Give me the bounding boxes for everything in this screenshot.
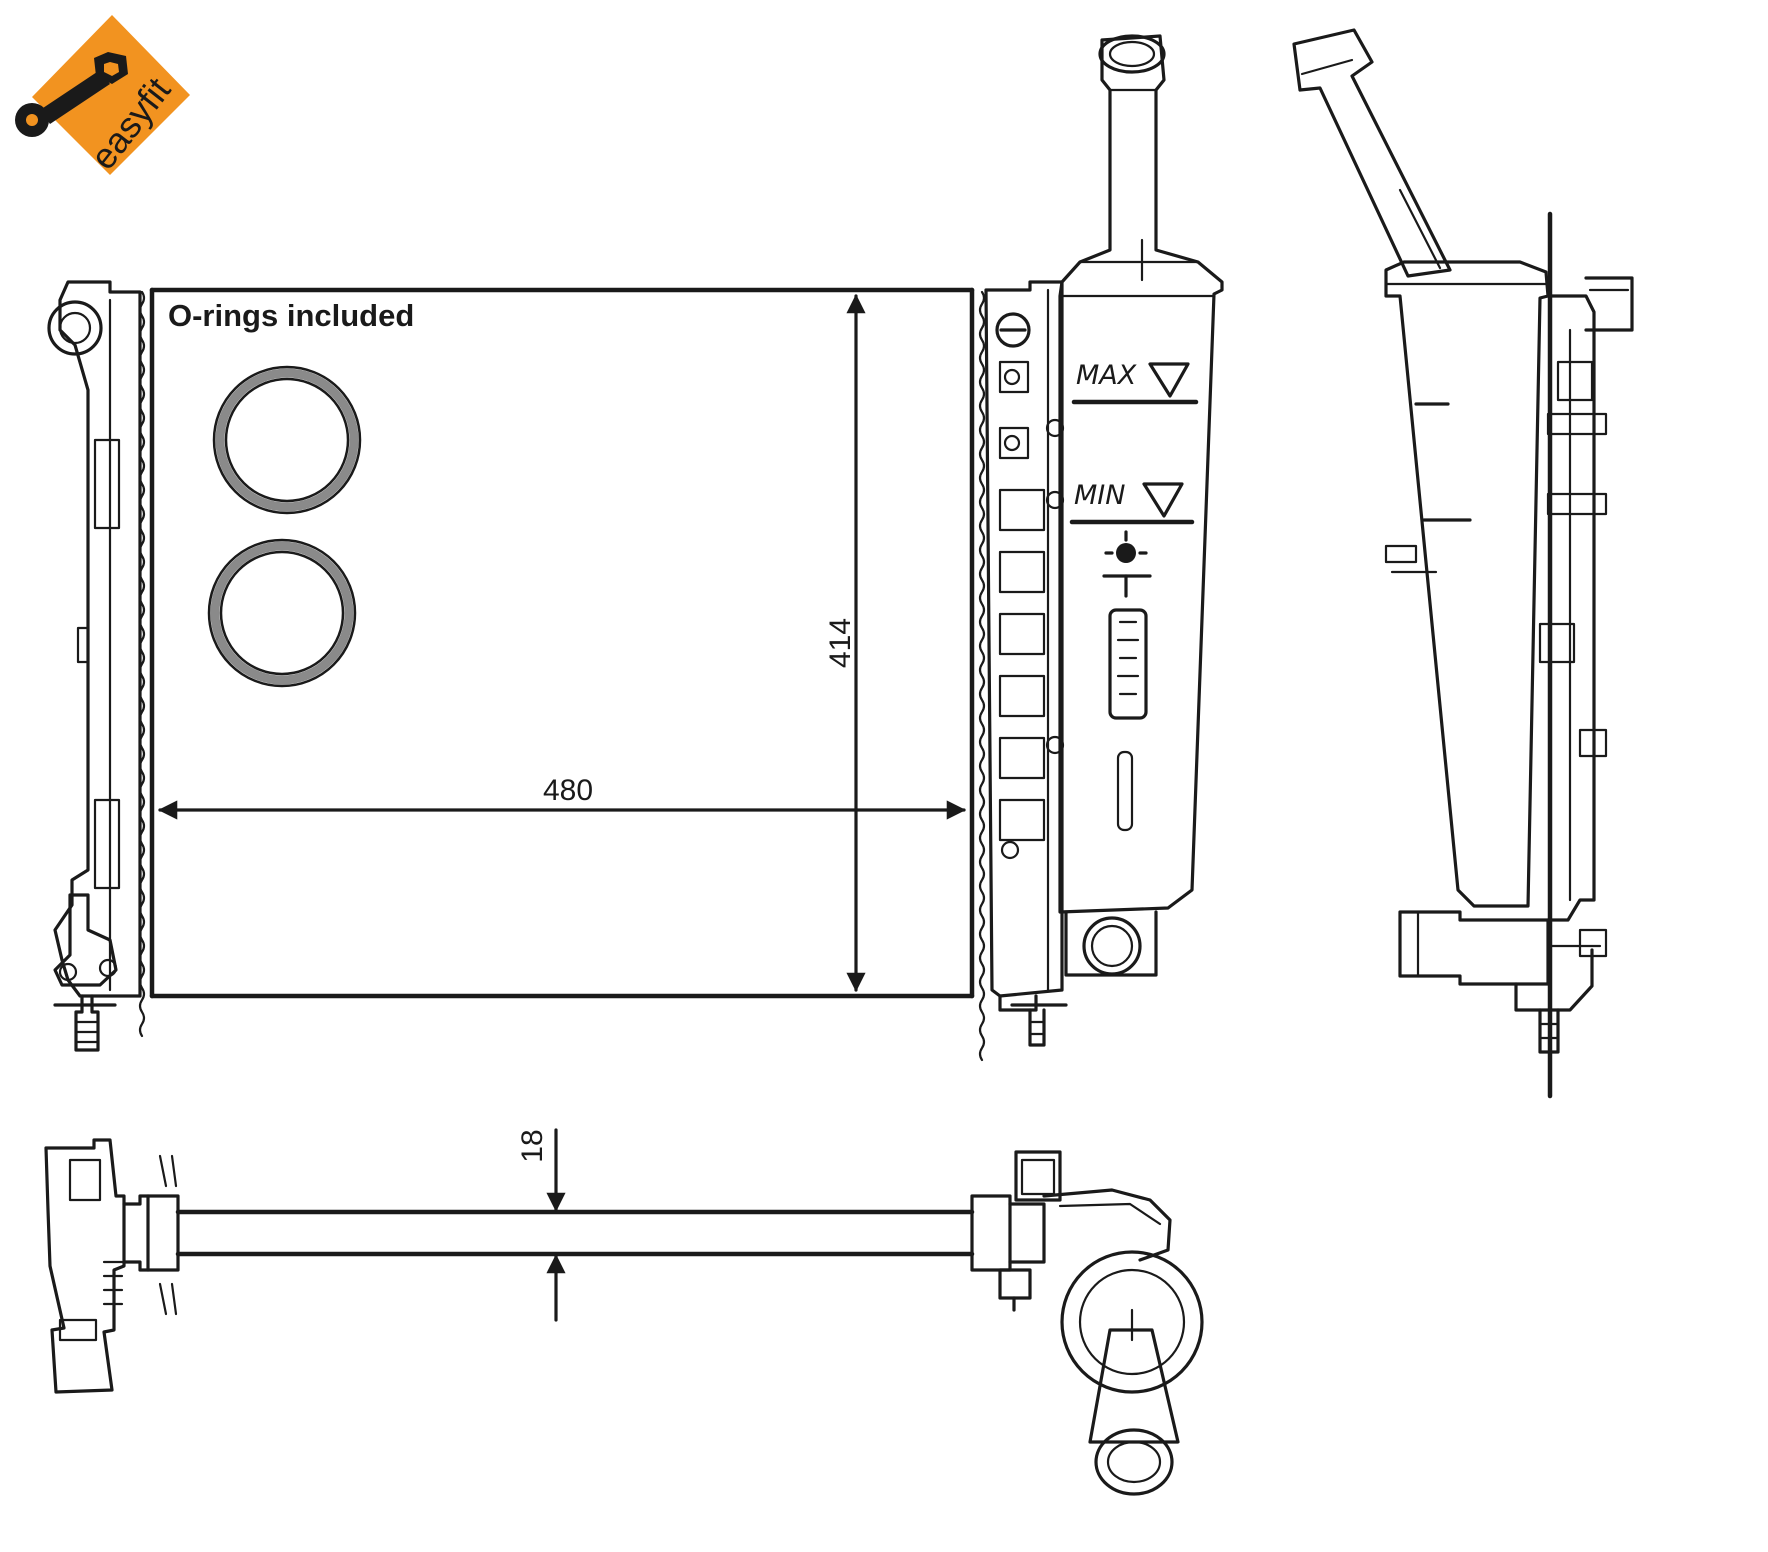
wrench-icon: [15, 52, 128, 137]
coolant-symbol-icon: [1102, 530, 1152, 598]
width-dimension: 480: [158, 774, 966, 820]
min-level-label: MIN: [1074, 480, 1125, 511]
tank-embossed-marking: [1116, 620, 1140, 696]
o-ring-upper: [212, 365, 362, 515]
front-view-left-tank: [47, 280, 142, 1052]
height-dimension-label: 414: [824, 618, 857, 668]
max-level-label: MAX: [1076, 360, 1137, 391]
width-dimension-label: 480: [543, 774, 593, 807]
front-view-right-tank: [984, 280, 1068, 1047]
top-view: [44, 1138, 1204, 1496]
logo-diamond: [32, 15, 190, 175]
thickness-dimension: 18: [516, 1128, 566, 1322]
o-ring-lower: [207, 538, 357, 688]
expansion-tank-front: [1058, 34, 1224, 977]
easyfit-logo: easyfit: [15, 15, 190, 177]
front-view-core: [138, 287, 986, 1062]
height-dimension: 414: [824, 294, 866, 992]
o-rings-note: O-rings included: [168, 298, 414, 333]
thickness-dimension-label: 18: [516, 1129, 549, 1162]
side-view: [1292, 28, 1634, 1099]
